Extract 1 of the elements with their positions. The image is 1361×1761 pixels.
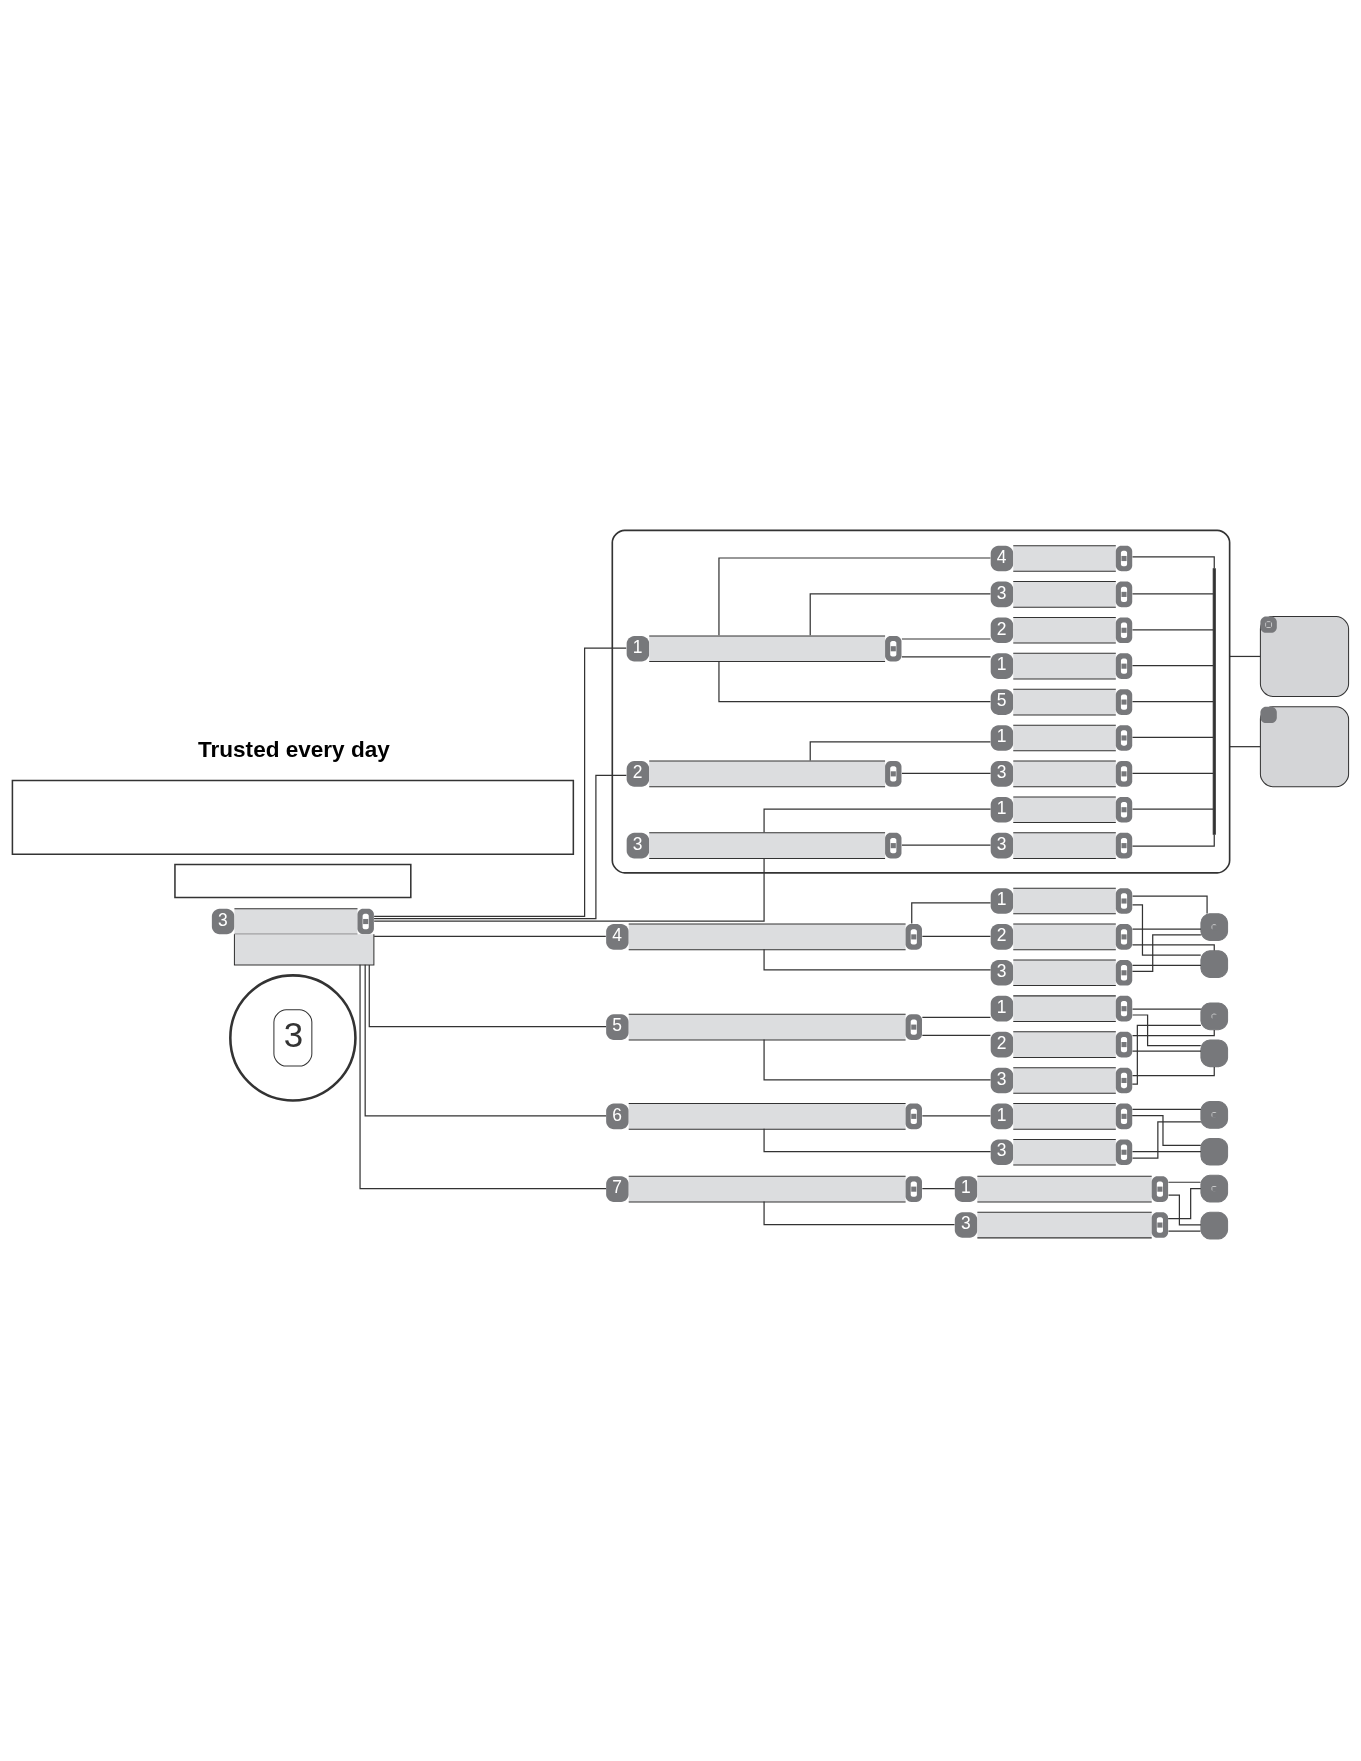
label: Trusted every day bbox=[198, 736, 390, 762]
